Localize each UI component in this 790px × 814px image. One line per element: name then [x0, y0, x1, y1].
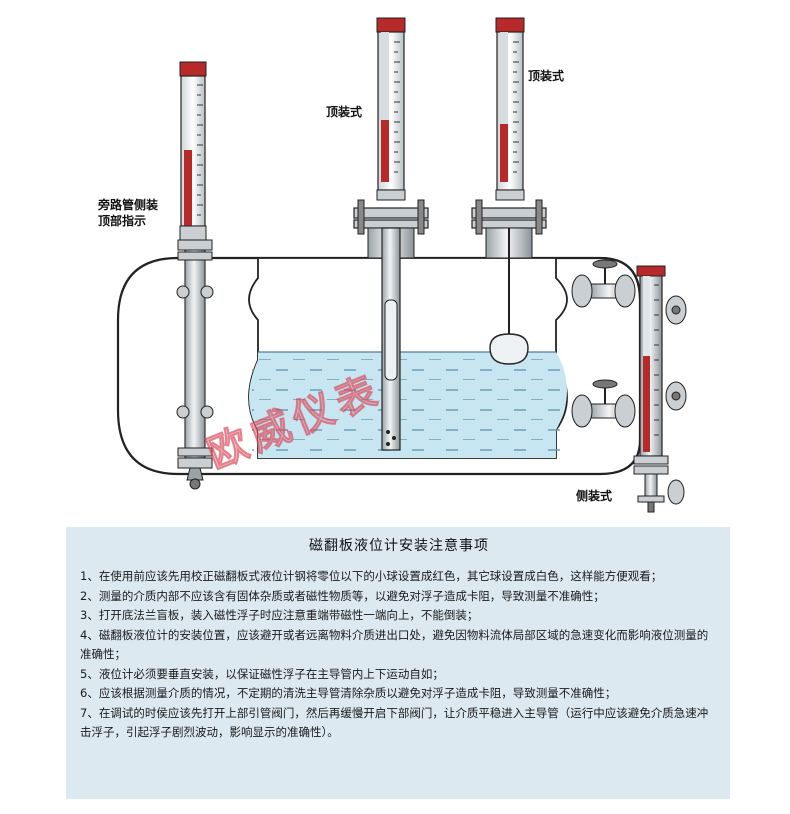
- label-bypass-side-line1: 旁路管侧装: [98, 198, 159, 212]
- note-item-3: 3、打开底法兰盲板，装入磁性浮子时应注意重端带磁性一端向上，不能倒装；: [80, 608, 479, 622]
- bypass-side-gauge: [176, 61, 214, 490]
- note-item-5: 5、液位计必须要垂直安装，以保证磁性浮子在主导管内上下运动自如；: [80, 666, 444, 681]
- note-item-7: 7、在调试的时侯应该先打开上部引管阀门，然后再缓慢开启下部阀门，让介质平稳进入主…: [80, 705, 709, 740]
- top-mount-gauge-1: [353, 17, 429, 451]
- label-top-mount-2: 顶装式: [528, 69, 565, 83]
- label-side-mount: 侧装式: [576, 489, 613, 503]
- note-item-1: 1、在使用前应该先用校正磁翻板式液位计钢将零位以下的小球设置成红色，其它球设置成…: [80, 569, 663, 583]
- label-bypass-side-line2: 顶部指示: [98, 214, 147, 228]
- float-ball: [489, 333, 529, 365]
- red-level-segment: [184, 150, 192, 226]
- note-item-6: 6、应该根据测量介质的情况，不定期的清洗主导管清除杂质以避免对浮子造成卡阻，导致…: [80, 686, 617, 700]
- notes-title: 磁翻板液位计安装注意事项: [309, 538, 489, 554]
- side-mount-gauge: [571, 259, 687, 513]
- note-item-2: 2、测量的介质内部不应该含有固体杂质或者磁性物质等，以避免对浮子造成卡阻，导致测…: [80, 588, 605, 603]
- top-mount-gauge-2: [471, 17, 547, 365]
- label-top-mount-1: 顶装式: [326, 105, 363, 119]
- label-bypass-side: 旁路管侧装 顶部指示: [98, 197, 158, 229]
- installation-notes-panel: 磁翻板液位计安装注意事项 1、在使用前应该先用校正磁翻板式液位计钢将零位以下的小…: [66, 527, 730, 799]
- level-gauge-installation-diagram: [116, 17, 687, 513]
- note-item-4: 4、磁翻板液位计的安装位置，应该避开或者远离物料介质进出口处，避免因物料流体局部…: [80, 627, 709, 662]
